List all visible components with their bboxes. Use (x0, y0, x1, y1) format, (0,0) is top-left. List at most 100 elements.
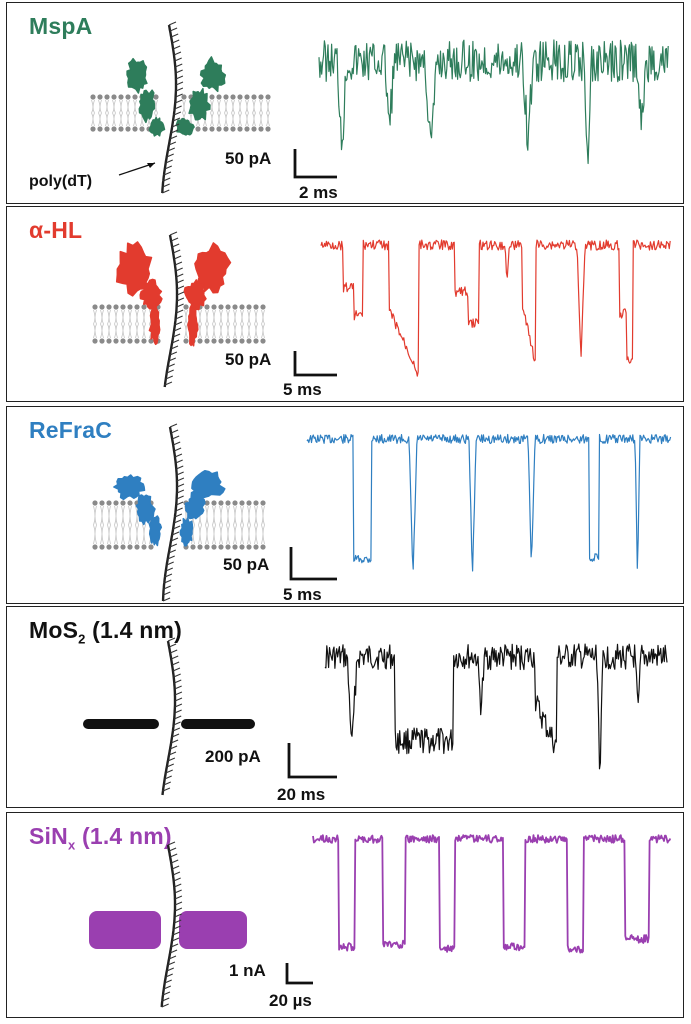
dna-base (173, 255, 182, 260)
lipid-head (253, 338, 259, 344)
lipid-tail (205, 524, 209, 545)
scale-time-ahl: 5 ms (283, 380, 322, 399)
lipid-tail (133, 99, 137, 114)
dna-base (166, 763, 174, 768)
lipid-head (92, 338, 98, 344)
lipid-head (232, 304, 238, 310)
lipid-head (99, 304, 105, 310)
dna-base (174, 57, 182, 62)
dna-backbone (161, 426, 179, 601)
dna-base (176, 285, 185, 290)
lipid-tail (107, 524, 111, 545)
dna-base (176, 297, 185, 302)
scale-bar (293, 149, 337, 179)
lipid-head (118, 94, 124, 100)
lipid-tail (128, 323, 132, 339)
lipid-head (218, 338, 224, 344)
lipid-tail (105, 99, 109, 114)
lipid-tail (212, 309, 216, 325)
dna-base (176, 495, 184, 500)
dna-base (175, 63, 183, 68)
dna-base (171, 435, 180, 440)
dna-base (176, 477, 185, 482)
lipid-head (218, 500, 224, 506)
lipid-head (120, 304, 126, 310)
lipid-head (118, 126, 124, 132)
lipid-head (225, 338, 231, 344)
dna-base (174, 679, 182, 684)
dna-strand (163, 231, 185, 388)
dna-base (162, 991, 171, 996)
lipid-head (232, 544, 238, 550)
dna-base (174, 261, 183, 266)
lipid-head (99, 544, 105, 550)
ahl-stem-right (187, 302, 199, 347)
lipid-head (204, 338, 210, 344)
dna-base (175, 69, 183, 74)
lipid-tail (254, 505, 258, 526)
dna-base (172, 333, 181, 338)
dna-base (162, 189, 170, 194)
dna-base (176, 279, 184, 284)
dna-base (162, 787, 171, 792)
lipid-head (92, 304, 98, 310)
dna-base (172, 871, 181, 876)
lipid-head (223, 126, 229, 132)
lipid-bilayer (90, 94, 271, 132)
lipid-head (202, 126, 208, 132)
dna-base (175, 99, 183, 104)
dna-base (164, 979, 172, 984)
lipid-tail (245, 99, 249, 114)
panel-title-refrac: ReFraC (29, 417, 113, 443)
dna-base (168, 955, 177, 960)
lipid-head (99, 338, 105, 344)
dna-base (171, 243, 180, 248)
lipid-tail (254, 323, 258, 339)
dna-base (166, 153, 174, 158)
mos2-diagram (83, 637, 668, 796)
dna-base (169, 543, 178, 548)
dna-base (169, 135, 178, 140)
lipid-tail (121, 505, 125, 526)
lipid-tail (261, 505, 265, 526)
lipid-head (106, 304, 112, 310)
lipid-tail (205, 323, 209, 339)
lipid-head (141, 338, 147, 344)
lipid-tail (247, 524, 251, 545)
lipid-head (216, 126, 222, 132)
lipid-head (211, 500, 217, 506)
lipid-head (258, 126, 264, 132)
dna-base (162, 183, 170, 188)
current-trace (306, 433, 672, 572)
mspa-monomer-left (148, 116, 166, 137)
lipid-head (251, 94, 257, 100)
lipid-head (244, 94, 250, 100)
lipid-tail (238, 99, 242, 114)
lipid-head (253, 544, 259, 550)
lipid-head (125, 94, 131, 100)
dna-base (166, 369, 174, 374)
dna-base (169, 745, 178, 750)
title-sinx-rest: (1.4 nm) (75, 823, 172, 849)
lipid-head (246, 544, 252, 550)
lipid-tail (212, 524, 216, 545)
lipid-head (125, 126, 131, 132)
lipid-head (106, 338, 112, 344)
lipid-tail (184, 323, 188, 339)
lipid-tail (105, 112, 109, 127)
lipid-tail (205, 505, 209, 526)
dna-base (176, 465, 184, 470)
lipid-head (232, 500, 238, 506)
lipid-tail (126, 112, 130, 127)
lipid-head (260, 338, 266, 344)
dna-base (168, 21, 177, 26)
lipid-tail (261, 524, 265, 545)
lipid-tail (135, 309, 139, 325)
panel-ahl: α-HL 50 pA 5 ms (6, 206, 684, 402)
lipid-head (127, 338, 133, 344)
lipid-head (211, 544, 217, 550)
dna-base (172, 667, 181, 672)
lipid-head (239, 544, 245, 550)
lipid-tail (133, 112, 137, 127)
panel-title-sinx: SiNx (1.4 nm) (29, 823, 172, 853)
